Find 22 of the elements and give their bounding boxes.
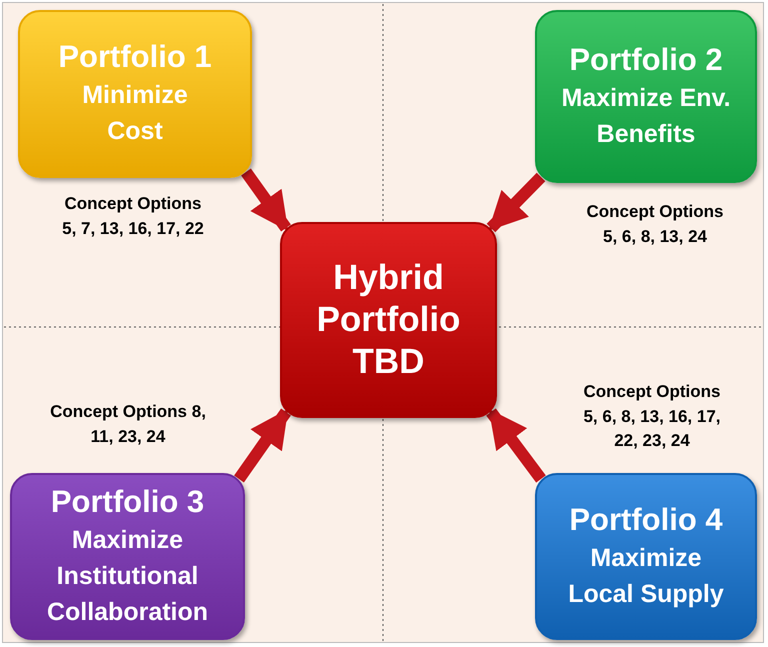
concept-options-label: Concept Options 5, 7, 13, 16, 17, 22 — [61, 193, 205, 240]
hub-box — [280, 222, 497, 418]
subtitle-text: Maximize Local Supply — [567, 542, 725, 610]
title-text: Portfolio 1 — [58, 38, 212, 76]
concept-options-label: Concept Options 5, 6, 8, 13, 16, 17, 22, 23, 24 — [582, 381, 722, 452]
title-text: Hybrid Portfolio TBD — [316, 257, 462, 383]
arrow — [241, 168, 291, 232]
portfolio-box — [18, 10, 252, 178]
concept-options-label: Concept Options 5, 6, 8, 13, 24 — [586, 201, 724, 248]
title-text: Portfolio 2 — [569, 40, 723, 79]
portfolio-box — [535, 473, 757, 640]
title-text: Portfolio 3 — [50, 482, 204, 521]
concept-options-label: Concept Options 8, 11, 23, 24 — [49, 401, 207, 448]
title-text: Portfolio 4 — [569, 500, 723, 539]
subtitle-text: Minimize Cost — [81, 80, 189, 148]
subtitle-text: Maximize Institutional Collaboration — [46, 524, 210, 628]
subtitle-text: Maximize Env. Benefits — [560, 82, 732, 150]
portfolio-box — [10, 473, 245, 640]
arrow — [486, 172, 546, 232]
arrow — [234, 408, 291, 482]
portfolio-box — [535, 10, 757, 183]
arrow — [486, 408, 546, 483]
